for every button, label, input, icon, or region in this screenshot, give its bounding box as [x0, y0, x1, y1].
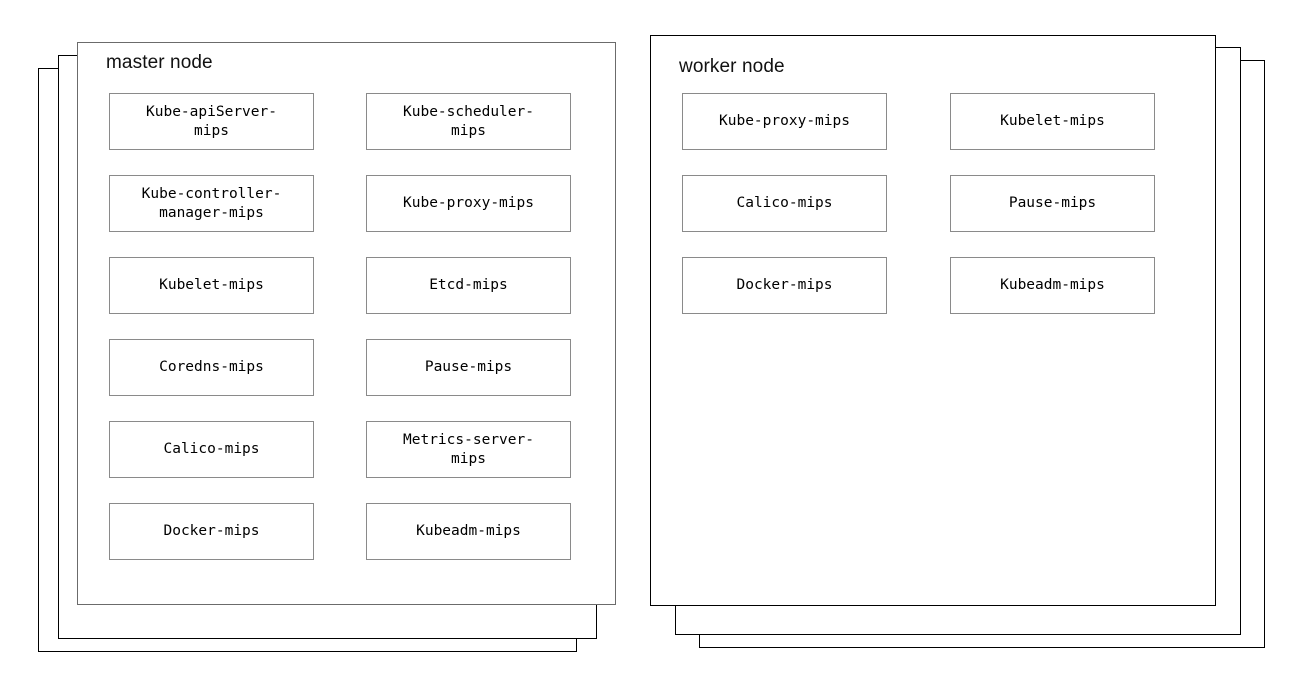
component-label: Docker-mips	[163, 523, 260, 539]
component-label: Kubeadm-mips	[416, 523, 521, 539]
component-box-kube-scheduler-mips[interactable]: Kube-scheduler- mips	[366, 93, 571, 150]
component-box-kube-apiserver-mips[interactable]: Kube-apiServer- mips	[109, 93, 314, 150]
component-box-coredns-mips[interactable]: Coredns-mips	[109, 339, 314, 396]
worker-node-components: Kube-proxy-mips Kubelet-mips Calico-mips…	[682, 93, 1155, 314]
component-label: Kube-controller- manager-mips	[141, 185, 282, 221]
component-box-kube-proxy-mips[interactable]: Kube-proxy-mips	[366, 175, 571, 232]
master-node-title: master node	[106, 52, 213, 73]
master-node-components: Kube-apiServer- mips Kube-scheduler- mip…	[109, 93, 571, 560]
component-box-kube-controller-manager-mips[interactable]: Kube-controller- manager-mips	[109, 175, 314, 232]
component-label: Pause-mips	[424, 359, 513, 375]
component-label: Kube-proxy-mips	[403, 195, 534, 211]
component-box-metrics-server-mips[interactable]: Metrics-server- mips	[366, 421, 571, 478]
component-box-kubeadm-mips[interactable]: Kubeadm-mips	[950, 257, 1155, 314]
component-box-kubelet-mips[interactable]: Kubelet-mips	[109, 257, 314, 314]
component-label: Kubelet-mips	[159, 277, 264, 293]
component-box-kubeadm-mips[interactable]: Kubeadm-mips	[366, 503, 571, 560]
master-node-stack: master node Kube-apiServer- mips Kube-sc…	[0, 0, 640, 689]
component-box-kubelet-mips[interactable]: Kubelet-mips	[950, 93, 1155, 150]
component-label: Docker-mips	[736, 277, 833, 293]
component-label: Kubeadm-mips	[1000, 277, 1105, 293]
component-label: Metrics-server- mips	[403, 431, 534, 467]
worker-node-title: worker node	[679, 56, 785, 77]
component-label: Calico-mips	[163, 441, 260, 457]
component-label: Kube-apiServer- mips	[146, 103, 277, 139]
component-box-calico-mips[interactable]: Calico-mips	[109, 421, 314, 478]
component-label: Coredns-mips	[159, 359, 264, 375]
component-label: Calico-mips	[736, 195, 833, 211]
component-box-pause-mips[interactable]: Pause-mips	[950, 175, 1155, 232]
component-box-kube-proxy-mips[interactable]: Kube-proxy-mips	[682, 93, 887, 150]
component-box-docker-mips[interactable]: Docker-mips	[109, 503, 314, 560]
component-box-calico-mips[interactable]: Calico-mips	[682, 175, 887, 232]
component-box-pause-mips[interactable]: Pause-mips	[366, 339, 571, 396]
component-label: Kube-scheduler- mips	[403, 103, 534, 139]
component-box-docker-mips[interactable]: Docker-mips	[682, 257, 887, 314]
component-label: Etcd-mips	[429, 277, 508, 293]
component-box-etcd-mips[interactable]: Etcd-mips	[366, 257, 571, 314]
component-label: Pause-mips	[1008, 195, 1097, 211]
component-label: Kube-proxy-mips	[719, 113, 850, 129]
component-label: Kubelet-mips	[1000, 113, 1105, 129]
